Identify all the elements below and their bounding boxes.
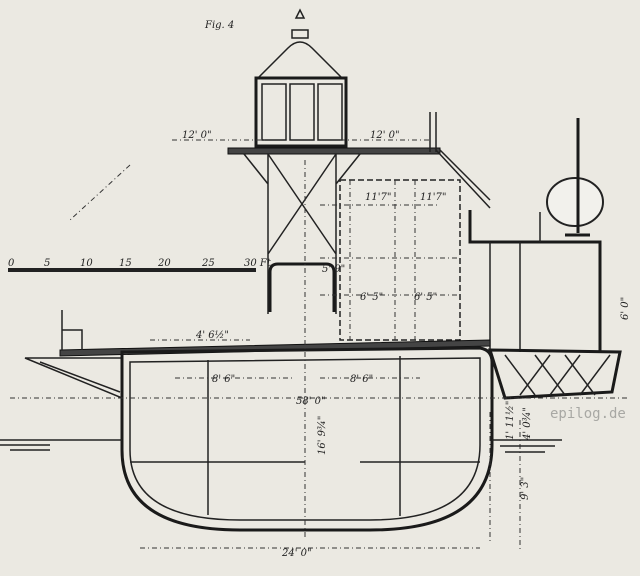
left-sponson: [24, 357, 123, 400]
lantern-tower: [243, 153, 361, 314]
svg-text:6' 5": 6' 5": [414, 292, 437, 303]
svg-text:12' 0": 12' 0": [182, 130, 212, 141]
svg-text:12' 0": 12' 0": [370, 130, 400, 141]
svg-text:30 Ft.: 30 Ft.: [244, 258, 274, 269]
figure-label: Fig. 4: [204, 20, 234, 31]
hull: [120, 346, 494, 532]
waterline: [0, 439, 562, 453]
svg-text:4' 0¾": 4' 0¾": [522, 407, 533, 441]
svg-text:8' 6": 8' 6": [350, 374, 373, 385]
svg-text:25: 25: [201, 258, 215, 269]
lantern-deck: [227, 147, 441, 155]
svg-text:5' 9": 5' 9": [322, 264, 345, 275]
svg-text:6' 0": 6' 0": [620, 297, 631, 320]
svg-text:0: 0: [8, 258, 15, 269]
svg-text:8' 6": 8' 6": [212, 374, 235, 385]
deck-house: [468, 210, 602, 352]
watermark: epilog.de: [550, 406, 626, 422]
svg-text:5: 5: [44, 258, 50, 269]
svg-text:10: 10: [80, 258, 93, 269]
svg-text:20: 20: [157, 258, 171, 269]
lantern: [254, 8, 348, 148]
svg-text:24' 0": 24' 0": [281, 548, 312, 559]
svg-text:6' 5": 6' 5": [360, 292, 383, 303]
svg-text:4' 6½": 4' 6½": [195, 330, 229, 341]
boat: [539, 118, 604, 242]
svg-text:1' 11½": 1' 11½": [505, 401, 516, 440]
svg-text:11'7": 11'7": [420, 192, 446, 203]
svg-text:11'7": 11'7": [365, 192, 391, 203]
scale-bar: 0 5 10 15 20 25 30 Ft.: [8, 258, 274, 272]
svg-text:15: 15: [119, 258, 132, 269]
svg-text:16' 9¾": 16' 9¾": [317, 416, 328, 455]
svg-text:9' 3": 9' 3": [520, 477, 531, 500]
svg-text:58' 0": 58' 0": [296, 396, 326, 407]
handrail: [429, 112, 491, 209]
right-sponson: [487, 348, 622, 400]
